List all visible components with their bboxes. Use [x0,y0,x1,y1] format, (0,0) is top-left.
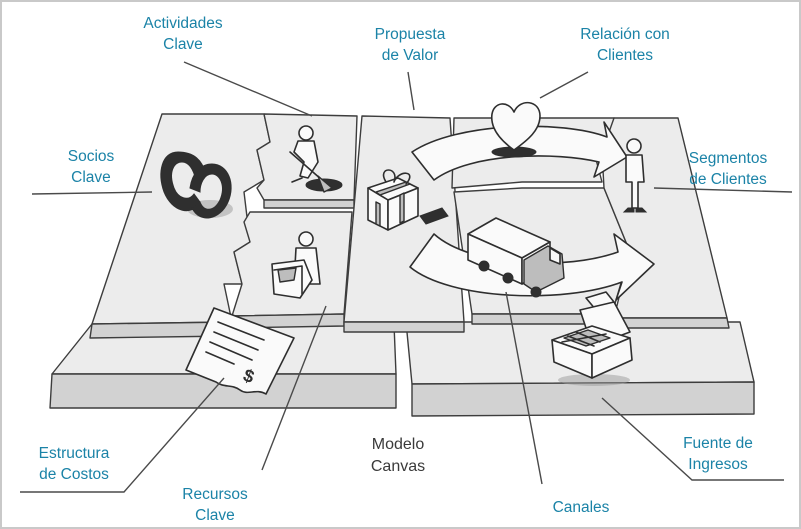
label-modelo-canvas: Modelo Canvas [370,436,426,475]
gift-box-icon [367,169,449,231]
label-recursos-clave: Recursos Clave [182,486,248,524]
heart-icon [490,101,541,158]
label-propuesta-de-valor: Propuesta de Valor [374,26,446,64]
label-fuente-de-ingresos: Fuente de Ingresos [683,435,753,473]
label-segmentos-de-clientes: Segmentos de Clientes [688,150,768,188]
chain-links-icon [160,151,233,219]
label-canales: Canales [552,499,610,516]
standing-person-icon [622,138,648,213]
digging-worker-icon [289,125,343,193]
label-relacion-con-clientes: Relación con Clientes [580,26,670,64]
label-estructura-de-costos: Estructura de Costos [38,445,110,483]
cash-register-icon [551,291,633,386]
label-socios-clave: Socios Clave [67,148,115,186]
delivery-truck-icon [467,217,565,298]
packing-worker-icon [271,231,321,299]
label-actividades-clave: Actividades Clave [143,15,223,53]
leader-lines [20,61,793,493]
